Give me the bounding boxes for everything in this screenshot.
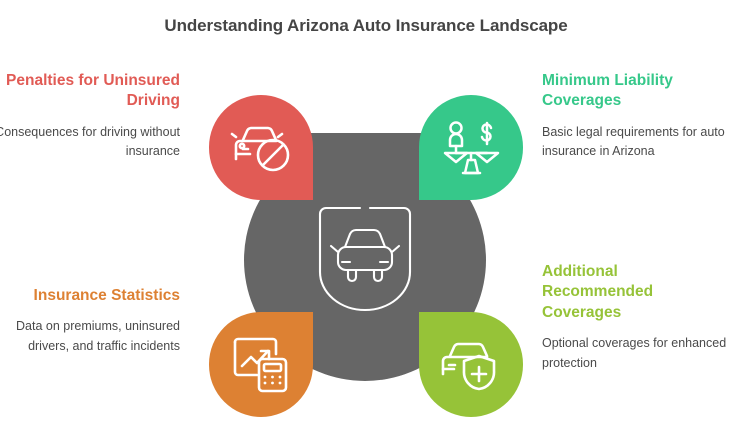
body-additional-recommended-coverages: Optional coverages for enhanced protecti… xyxy=(542,336,727,370)
car-shield-plus-icon xyxy=(440,338,502,392)
heading-minimum-liability-coverages: Minimum Liability Coverages xyxy=(542,72,673,110)
badge-additional-recommended-coverages[interactable] xyxy=(419,312,523,417)
heading-penalties-for-uninsured-driving: Penalties for Uninsured Driving xyxy=(6,72,180,110)
car-prohibited-icon xyxy=(230,120,292,176)
body-penalties-for-uninsured-driving: Consequences for driving without insuran… xyxy=(0,124,180,159)
car-shield-icon xyxy=(312,200,418,320)
balance-scale-person-dollar-icon xyxy=(441,119,501,177)
text-block-additional-recommended-coverages: Additional Recommended Coverages Optiona… xyxy=(542,262,728,373)
badge-penalties-for-uninsured-driving[interactable] xyxy=(209,95,313,200)
body-minimum-liability-coverages: Basic legal requirements for auto insura… xyxy=(542,124,725,159)
text-block-insurance-statistics: Insurance Statistics Data on premiums, u… xyxy=(0,286,180,356)
text-block-penalties-for-uninsured-driving: Penalties for Uninsured Driving Conseque… xyxy=(0,71,180,162)
badge-insurance-statistics[interactable] xyxy=(209,312,313,417)
body-insurance-statistics: Data on premiums, uninsured drivers, and… xyxy=(16,319,180,353)
page-title: Understanding Arizona Auto Insurance Lan… xyxy=(164,16,568,35)
badge-minimum-liability-coverages[interactable] xyxy=(419,95,523,200)
heading-insurance-statistics: Insurance Statistics xyxy=(33,287,180,304)
text-block-minimum-liability-coverages: Minimum Liability Coverages Basic legal … xyxy=(542,71,728,162)
heading-additional-recommended-coverages: Additional Recommended Coverages xyxy=(542,263,654,321)
chart-calculator-icon xyxy=(232,336,290,394)
